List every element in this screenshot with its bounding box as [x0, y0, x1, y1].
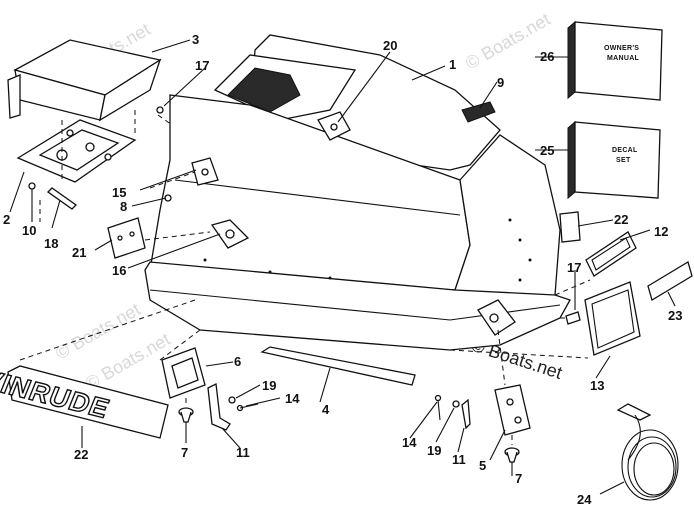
callout-7: 7: [515, 471, 522, 486]
callout-19: 19: [427, 443, 441, 458]
callout-25: 25: [540, 143, 554, 158]
owners-manual-label-2: MANUAL: [607, 55, 640, 62]
part-24-cable: [616, 403, 679, 501]
part-1-engine-cover: [144, 34, 571, 351]
part-18-strip: [46, 187, 78, 210]
callout-15: 15: [112, 185, 126, 200]
part-20-bracket: [317, 111, 351, 141]
part-21-bracket: [107, 217, 146, 259]
callout-2: 2: [3, 212, 10, 227]
decal-set-label-2: SET: [616, 157, 631, 164]
callout-20: 20: [383, 38, 397, 53]
assembly-lines: [19, 110, 591, 445]
part-2-seal: [16, 119, 137, 183]
part-7-knob: [504, 447, 520, 463]
part-13-decal: [584, 281, 641, 356]
callout-17: 17: [195, 58, 209, 73]
callout-8: 8: [120, 199, 127, 214]
callout-22: 22: [74, 447, 88, 462]
callout-22: 22: [614, 212, 628, 227]
callout-23: 23: [668, 308, 682, 323]
callout-17: 17: [567, 260, 581, 275]
part-11-clip: [207, 383, 231, 431]
callout-21: 21: [72, 245, 86, 260]
part-22-bracket: [559, 211, 581, 243]
callout-4: 4: [322, 402, 330, 417]
part-14-screw: [434, 394, 442, 421]
callout-14: 14: [285, 391, 300, 406]
part-10-screw: [28, 182, 36, 197]
callout-7: 7: [181, 445, 188, 460]
callout-9: 9: [497, 75, 504, 90]
part-17-screw: [156, 106, 164, 114]
callout-11: 11: [452, 452, 466, 467]
decal-set-label-1: DECAL: [612, 147, 638, 154]
part-15-bracket: [191, 157, 219, 186]
leader-lines: [9, 39, 676, 495]
decal-set-box: DECAL SET: [567, 120, 661, 200]
part-4-trim-strip: [260, 346, 416, 386]
part-7-knob: [178, 407, 194, 423]
callout-6: 6: [234, 354, 241, 369]
callout-3: 3: [192, 32, 199, 47]
part-5-latch: [477, 299, 531, 436]
part-9-pad: [461, 101, 496, 123]
part-14-screw: [236, 403, 259, 412]
part-12-decal: [585, 231, 637, 277]
callout-24: 24: [577, 492, 592, 507]
callout-16: 16: [112, 263, 126, 278]
callout-1: 1: [449, 57, 456, 72]
part-22-brand-plate: EVINRUDE: [0, 359, 169, 439]
callout-5: 5: [479, 458, 486, 473]
part-19-washer: [452, 400, 460, 408]
part-16-plate: [210, 219, 250, 249]
callout-14: 14: [402, 435, 417, 450]
part-6-bracket: [161, 347, 206, 399]
part-11-clip: [461, 398, 471, 430]
owners-manual-label-1: OWNER'S: [604, 45, 639, 52]
callout-19: 19: [262, 378, 276, 393]
part-17-screw: [565, 311, 581, 325]
callout-26: 26: [540, 49, 554, 64]
callout-12: 12: [654, 224, 668, 239]
callout-13: 13: [590, 378, 604, 393]
part-3-intake-cover: [7, 39, 162, 122]
part-23-decal: [647, 261, 693, 301]
callout-11: 11: [236, 445, 250, 460]
callout-18: 18: [44, 236, 58, 251]
callout-10: 10: [22, 223, 36, 238]
owners-manual-box: OWNER'S MANUAL: [567, 20, 663, 101]
callout-numbers: 1 2 3 4 5 6 7 7 8 9 10 11 11 12 13 14 14…: [3, 32, 682, 507]
part-19-washer: [228, 396, 236, 404]
